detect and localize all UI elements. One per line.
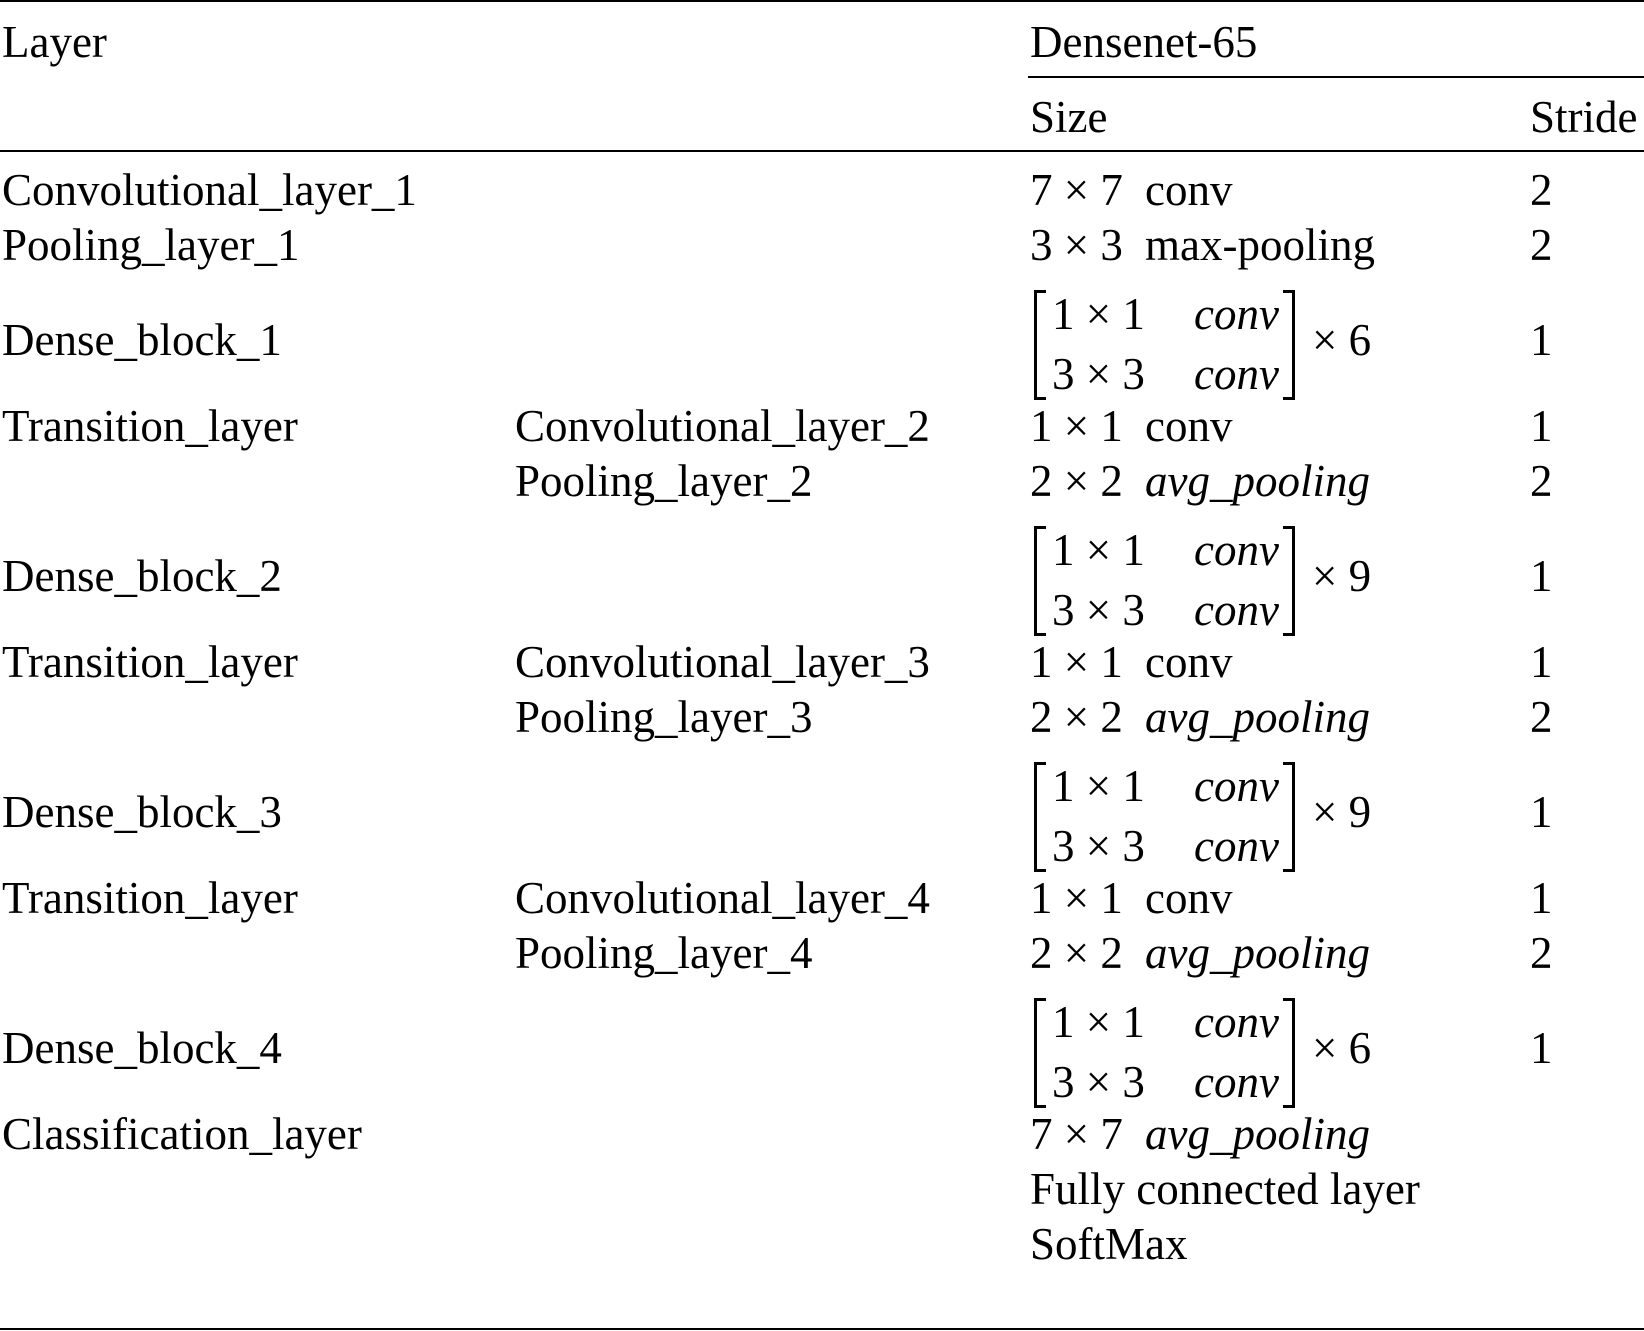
matrix-size: 1 × 1 [1052,289,1145,339]
layer-name: Transition_layer [2,637,298,687]
layer-name: Convolutional_layer_1 [2,165,417,215]
operation: conv [1145,873,1233,923]
stride-value: 1 [1530,1023,1553,1073]
top-rule [0,0,1644,2]
kernel-size: 1 × 1 [1030,873,1123,923]
operation: avg_pooling [1145,1109,1370,1159]
kernel-size: 7 × 7 [1030,165,1123,215]
operation: avg_pooling [1145,928,1370,978]
kernel-size: 1 × 1 [1030,401,1123,451]
header-layer: Layer [2,17,107,67]
layer-name: Dense_block_2 [2,551,282,601]
operation: conv [1145,401,1233,451]
sublayer-name: Pooling_layer_2 [515,456,813,506]
repeat-count: × 6 [1312,1023,1372,1073]
kernel-size: 2 × 2 [1030,928,1123,978]
matrix-op: conv [1194,585,1279,635]
stride-value: 1 [1530,637,1553,687]
matrix-size: 3 × 3 [1052,1057,1145,1107]
layer-name: Dense_block_3 [2,787,282,837]
repeat-count: × 6 [1312,315,1372,365]
layer-name: Dense_block_4 [2,1023,282,1073]
operation: avg_pooling [1145,456,1370,506]
stride-value: 1 [1530,873,1553,923]
size-text: Fully connected layer [1030,1164,1420,1214]
left-bracket [1034,998,1046,1108]
header-rule [0,150,1644,152]
matrix-op: conv [1194,525,1279,575]
sublayer-name: Convolutional_layer_4 [515,873,930,923]
operation: conv [1145,637,1233,687]
header-size: Size [1030,92,1108,142]
right-bracket [1283,998,1295,1108]
stride-value: 2 [1530,220,1553,270]
right-bracket [1283,290,1295,400]
sublayer-name: Pooling_layer_4 [515,928,813,978]
matrix-size: 3 × 3 [1052,821,1145,871]
left-bracket [1034,290,1046,400]
matrix-size: 1 × 1 [1052,525,1145,575]
matrix-size: 3 × 3 [1052,349,1145,399]
sublayer-name: Pooling_layer_3 [515,692,813,742]
stride-value: 2 [1530,928,1553,978]
layer-name: Classification_layer [2,1109,362,1159]
matrix-op: conv [1194,821,1279,871]
left-bracket [1034,526,1046,636]
matrix-op: conv [1194,761,1279,811]
layer-name: Pooling_layer_1 [2,220,300,270]
kernel-size: 1 × 1 [1030,637,1123,687]
operation: avg_pooling [1145,692,1370,742]
header-group: Densenet-65 [1030,17,1258,67]
kernel-size: 2 × 2 [1030,456,1123,506]
matrix-size: 1 × 1 [1052,761,1145,811]
right-bracket [1283,526,1295,636]
group-rule [1028,76,1644,78]
repeat-count: × 9 [1312,551,1372,601]
kernel-size: 3 × 3 [1030,220,1123,270]
operation: conv [1145,165,1233,215]
operation: max-pooling [1145,220,1375,270]
left-bracket [1034,762,1046,872]
sublayer-name: Convolutional_layer_3 [515,637,930,687]
layer-name: Transition_layer [2,873,298,923]
right-bracket [1283,762,1295,872]
kernel-size: 2 × 2 [1030,692,1123,742]
stride-value: 2 [1530,165,1553,215]
stride-value: 2 [1530,692,1553,742]
layer-name: Transition_layer [2,401,298,451]
header-stride: Stride [1530,92,1638,142]
layer-name: Dense_block_1 [2,315,282,365]
sublayer-name: Convolutional_layer_2 [515,401,930,451]
matrix-size: 3 × 3 [1052,585,1145,635]
matrix-op: conv [1194,1057,1279,1107]
matrix-op: conv [1194,289,1279,339]
bottom-rule [0,1328,1644,1330]
matrix-size: 1 × 1 [1052,997,1145,1047]
stride-value: 1 [1530,401,1553,451]
kernel-size: 7 × 7 [1030,1109,1123,1159]
stride-value: 1 [1530,315,1553,365]
matrix-op: conv [1194,997,1279,1047]
size-text: SoftMax [1030,1219,1188,1269]
repeat-count: × 9 [1312,787,1372,837]
matrix-op: conv [1194,349,1279,399]
stride-value: 1 [1530,551,1553,601]
stride-value: 2 [1530,456,1553,506]
stride-value: 1 [1530,787,1553,837]
